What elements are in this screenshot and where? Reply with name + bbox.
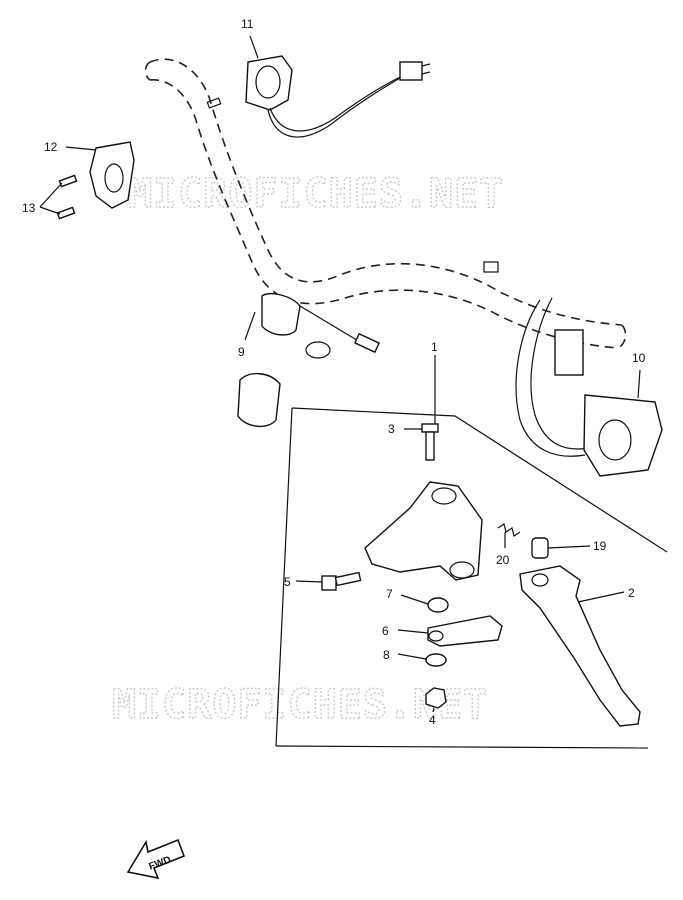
- callout-12: 12: [44, 140, 58, 154]
- callout-13: 13: [22, 201, 36, 215]
- part-5-screw: [321, 571, 362, 591]
- forward-arrow: FWD: [126, 838, 186, 880]
- callout-19: 19: [593, 539, 607, 553]
- watermark-top: MICROFICHES.NET: [128, 171, 504, 217]
- callout-5: 5: [284, 575, 291, 589]
- part-9-clamp: [237, 292, 381, 427]
- callout-9: 9: [238, 345, 245, 359]
- handlebar-outline: [144, 58, 627, 349]
- callout-8: 8: [383, 648, 390, 662]
- part-10-switch: [515, 297, 663, 477]
- callout-11: 11: [241, 17, 254, 31]
- callout-7: 7: [386, 587, 393, 601]
- part-2-lever: [519, 565, 641, 727]
- part-8-washer: [425, 653, 447, 667]
- leader-lines: [39, 35, 641, 713]
- part-11-switch: [245, 55, 431, 138]
- callout-4: 4: [429, 713, 436, 727]
- part-13-screws: [56, 174, 78, 220]
- part-6-arm: [427, 615, 503, 647]
- callout-3: 3: [388, 422, 395, 436]
- part-1-bracket: [364, 481, 483, 581]
- part-7-pivot: [427, 597, 449, 613]
- part-4-nut: [425, 687, 447, 709]
- part-20-spring: [497, 523, 521, 537]
- callout-10: 10: [632, 351, 646, 365]
- watermark-bottom: MICROFICHES.NET: [112, 682, 488, 728]
- part-19-bushing: [531, 537, 549, 559]
- callout-20: 20: [496, 553, 510, 567]
- callout-1: 1: [431, 340, 438, 354]
- part-12-cover: [89, 141, 135, 209]
- part-3-bolt: [421, 423, 439, 461]
- assembly-frame: [275, 407, 668, 749]
- callout-2: 2: [628, 586, 635, 600]
- callout-6: 6: [382, 624, 389, 638]
